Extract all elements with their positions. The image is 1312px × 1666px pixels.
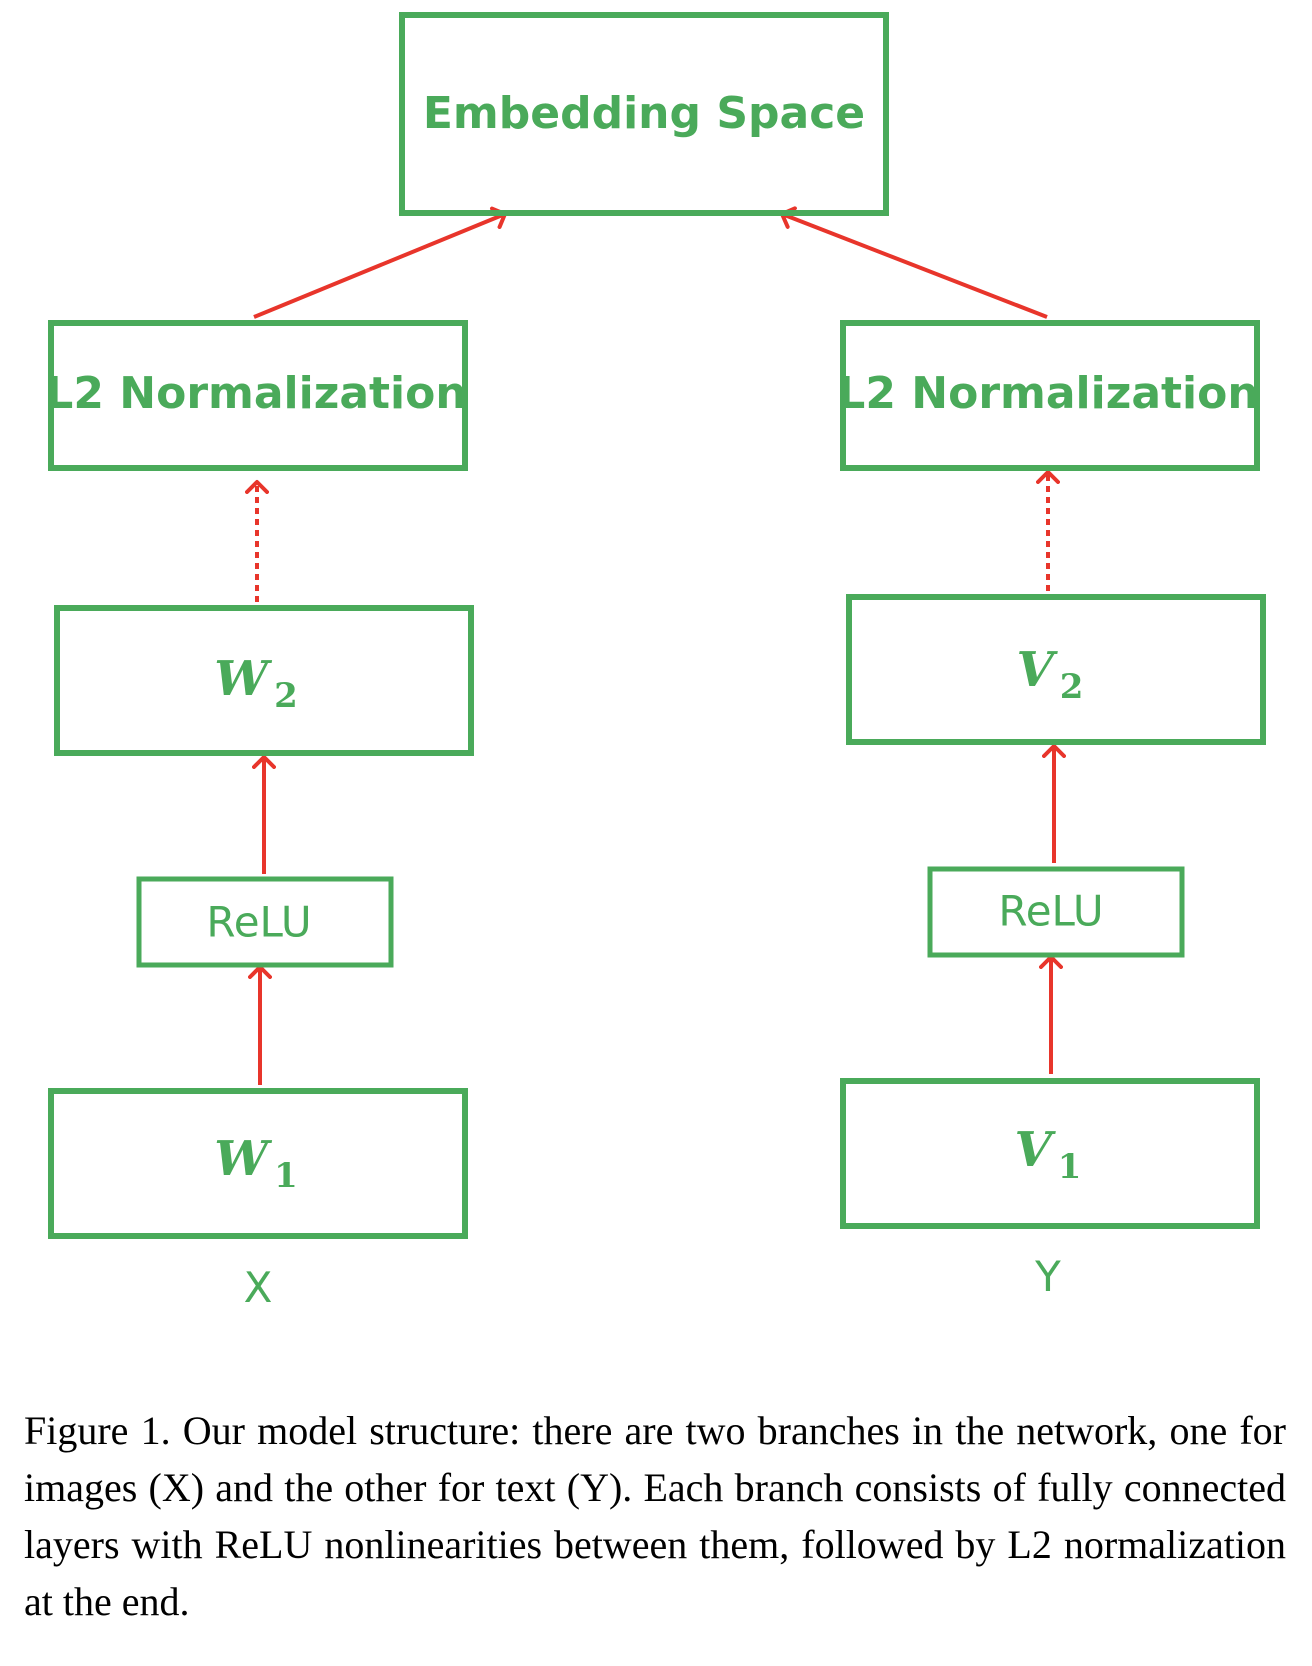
arrows: [245, 206, 1066, 1085]
input-y-label: Y: [1034, 1252, 1061, 1301]
embedding-space-node: Embedding Space: [399, 12, 889, 216]
left-l2-label: L2 Normalization: [45, 368, 466, 419]
left-l2-normalization-node: L2 Normalization: [45, 320, 468, 471]
right-relu-node: ReLU: [927, 866, 1185, 958]
embedding-space-label: Embedding Space: [423, 88, 865, 139]
figure-caption: Figure 1. Our model structure: there are…: [24, 1408, 1286, 1624]
left-relu-label: ReLU: [206, 898, 311, 947]
input-x-label: X: [244, 1263, 273, 1312]
right-l2-label: L2 Normalization: [837, 368, 1258, 419]
left-relu-node: ReLU: [136, 876, 394, 968]
right-relu-label: ReLU: [998, 887, 1103, 936]
arrow-right-l2-to-embedding: [780, 206, 1048, 319]
right-l2-normalization-node: L2 Normalization: [837, 320, 1260, 471]
arrow-left-l2-to-embedding: [253, 206, 507, 319]
